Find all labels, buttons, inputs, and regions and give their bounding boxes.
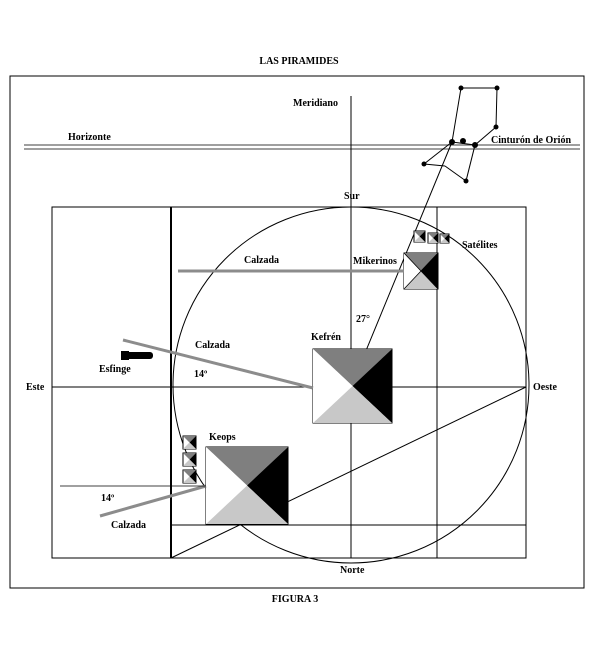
label-cinturon-orion: Cinturón de Orión <box>491 135 571 146</box>
label-calzada-top: Calzada <box>244 255 279 266</box>
label-meridiano: Meridiano <box>293 98 338 109</box>
label-kefren: Kefrén <box>311 332 341 343</box>
diagonal-line <box>170 386 527 559</box>
label-angle-27: 27° <box>356 314 370 325</box>
label-mikerinos: Mikerinos <box>353 256 397 267</box>
label-sur: Sur <box>344 191 360 202</box>
calzada-kefren <box>122 338 314 390</box>
queens-pyramids <box>182 435 197 484</box>
keops-pyramid <box>205 446 289 525</box>
label-satelites: Satélites <box>462 240 498 251</box>
label-keops: Keops <box>209 432 236 443</box>
figure-title: LAS PIRAMIDES <box>259 56 339 67</box>
label-angle-14-bottom: 14º <box>101 493 115 504</box>
label-este: Este <box>26 382 45 393</box>
orion-alignment-line <box>350 141 453 388</box>
label-esfinge: Esfinge <box>99 364 131 375</box>
mikerinos-pyramid <box>403 252 439 290</box>
calzada-keops <box>99 484 207 518</box>
label-angle-14-mid: 14º <box>194 369 208 380</box>
label-norte: Norte <box>340 565 365 576</box>
great-circle <box>172 206 530 564</box>
satellite-pyramids <box>413 230 450 244</box>
orion-constellation <box>421 85 500 184</box>
figure-caption: FIGURA 3 <box>272 594 318 605</box>
sphinx-icon <box>121 351 153 360</box>
label-calzada-bottom: Calzada <box>111 520 146 531</box>
label-horizonte: Horizonte <box>68 132 111 143</box>
outer-frame <box>9 75 585 589</box>
label-calzada-mid: Calzada <box>195 340 230 351</box>
horizon-line <box>24 144 580 150</box>
kefren-pyramid <box>312 348 393 424</box>
label-oeste: Oeste <box>533 382 557 393</box>
plateau-frame <box>51 206 527 559</box>
